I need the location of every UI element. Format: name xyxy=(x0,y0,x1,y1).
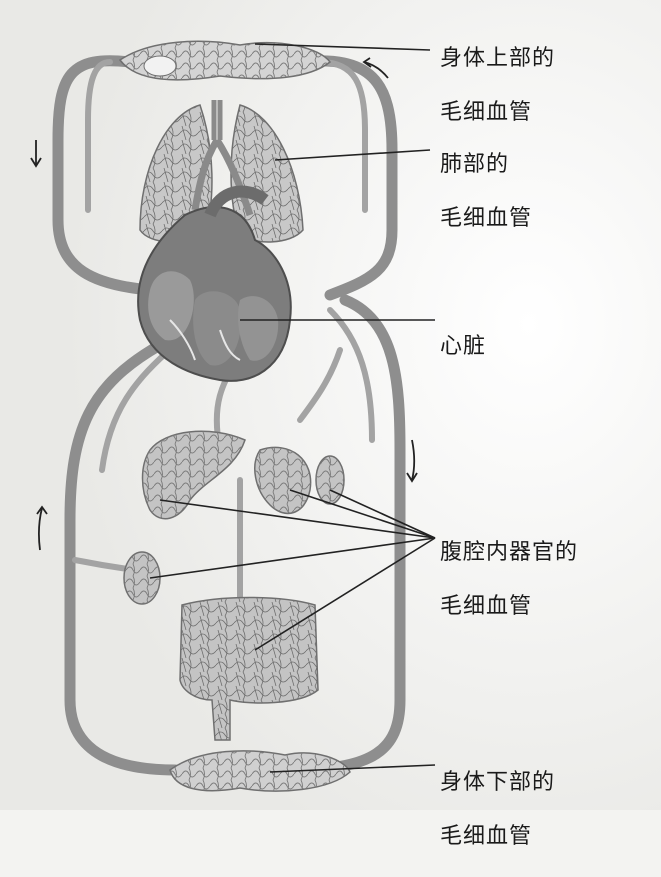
label-lung-capillaries: 肺部的 毛细血管 xyxy=(440,124,532,259)
diagram-drawing xyxy=(0,0,661,810)
circulation-diagram: 身体上部的 毛细血管 肺部的 毛细血管 心脏 腹腔内器官的 毛细血管 身体下部的… xyxy=(0,0,661,810)
label-lung-line-1: 肺部的 xyxy=(440,151,532,178)
label-abdominal-line-2: 毛细血管 xyxy=(440,593,578,620)
label-heart: 心脏 xyxy=(440,306,486,387)
label-upper-line-1: 身体上部的 xyxy=(440,45,555,72)
label-upper-line-2: 毛细血管 xyxy=(440,99,555,126)
label-lower-line-2: 毛细血管 xyxy=(440,823,555,850)
label-abdominal-organ-capillaries: 腹腔内器官的 毛细血管 xyxy=(440,512,578,647)
label-abdominal-line-1: 腹腔内器官的 xyxy=(440,539,578,566)
label-lower-line-1: 身体下部的 xyxy=(440,769,555,796)
label-lung-line-2: 毛细血管 xyxy=(440,205,532,232)
label-heart-text: 心脏 xyxy=(440,333,486,360)
